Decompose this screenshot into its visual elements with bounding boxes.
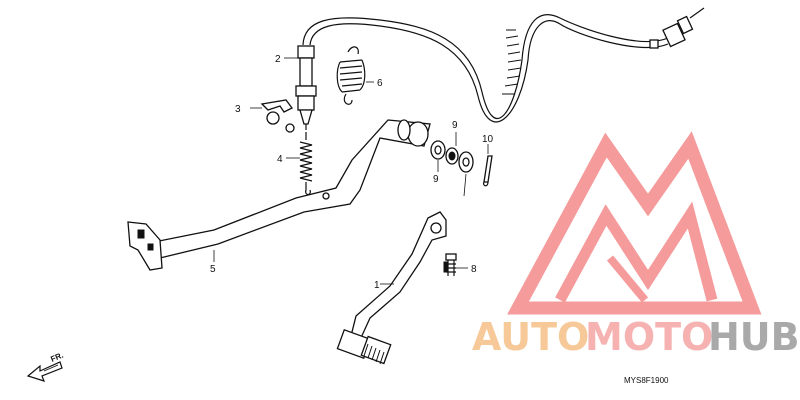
pivot-dust-seal: [430, 140, 446, 160]
callout-9-bottom: 9: [433, 174, 439, 185]
leader-lines: [213, 57, 489, 285]
brake-switch-spring: [299, 132, 313, 196]
front-arrow-icon: [26, 361, 63, 382]
brake-pedal-return-spring: [336, 46, 366, 105]
callout-3: 3: [235, 104, 241, 115]
gearshift-pedal: [336, 211, 447, 365]
callout-9-top: 9: [452, 120, 458, 131]
shift-pedal-bolt: [443, 253, 457, 276]
callout-5: 5: [210, 264, 216, 275]
callout-10: 10: [482, 134, 494, 145]
triangle-m-logo-icon: [507, 131, 762, 315]
brake-cable: [302, 7, 705, 123]
fr-label: FR.: [49, 351, 64, 364]
cotter-pin: [483, 155, 493, 187]
rear-brake-pedal: [127, 119, 431, 271]
callout-6: 6: [377, 78, 383, 89]
callout-4: 4: [277, 154, 283, 165]
callout-8: 8: [471, 264, 477, 275]
brake-light-switch: [295, 45, 317, 130]
watermark-auto: AUTO: [472, 315, 589, 359]
pivot-washer: [445, 147, 459, 165]
diagram-code: MYS8F1900: [624, 376, 669, 385]
watermark-wordmark: AUTO MOTO HUB: [472, 315, 800, 359]
callout-1: 1: [374, 280, 380, 291]
watermark-moto: MOTO: [585, 315, 713, 359]
switch-spring-clip: [260, 99, 295, 133]
flat-washer: [458, 151, 474, 173]
callout-2: 2: [275, 54, 281, 65]
watermark-hub: HUB: [708, 315, 800, 359]
